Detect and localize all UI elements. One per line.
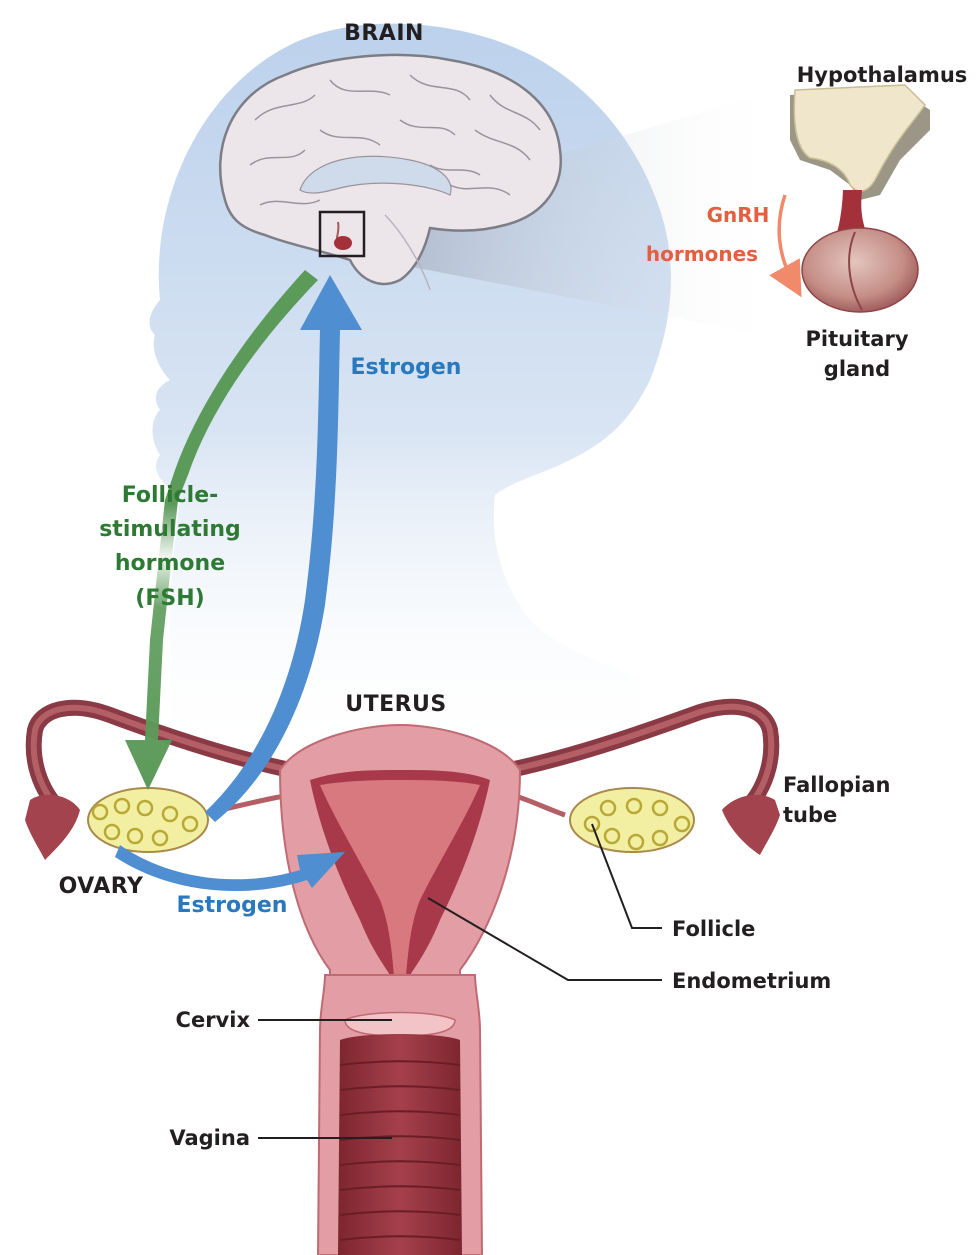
- follicle-left: [115, 799, 129, 813]
- follicle-right: [675, 817, 689, 831]
- vagina-label: Vagina: [169, 1126, 250, 1150]
- follicle-right: [605, 829, 619, 843]
- estrogen-lower-label: Estrogen: [177, 893, 288, 918]
- uterus-label: UTERUS: [345, 692, 447, 717]
- cervix: [345, 1013, 455, 1037]
- follicle-right: [601, 801, 615, 815]
- follicle-left: [128, 829, 142, 843]
- fallopian-label-line1: Fallopian: [783, 773, 890, 797]
- pituitary-label-line1: Pituitary: [805, 327, 908, 351]
- follicle-left: [183, 817, 197, 831]
- fsh-label-line1: Follicle-: [122, 483, 219, 508]
- gnrh-label-line1: GnRH: [707, 203, 770, 227]
- follicle-right: [627, 799, 641, 813]
- follicle-label: Follicle: [672, 917, 755, 941]
- vagina: [338, 1034, 462, 1255]
- estrogen-upper-label: Estrogen: [351, 355, 462, 380]
- follicle-right: [629, 835, 643, 849]
- endometrium-label: Endometrium: [672, 969, 831, 993]
- gnrh-label-line2: hormones: [646, 242, 758, 266]
- follicle-right: [653, 831, 667, 845]
- pituitary-closeup: [790, 85, 930, 312]
- brain-label: BRAIN: [344, 21, 424, 46]
- pituitary-gland: [802, 228, 918, 312]
- follicle-right: [653, 801, 667, 815]
- fsh-label-line3: hormone: [115, 551, 225, 576]
- cervix-label: Cervix: [176, 1008, 251, 1032]
- hypothalamus-label: Hypothalamus: [797, 63, 968, 87]
- follicle-left: [153, 831, 167, 845]
- fsh-label-line2: stimulating: [99, 517, 241, 542]
- follicle-left: [93, 805, 107, 819]
- fsh-label-line4: (FSH): [135, 586, 204, 611]
- follicle-left: [138, 801, 152, 815]
- pituitary-label-line2: gland: [824, 357, 890, 381]
- ovary-label: OVARY: [59, 874, 144, 899]
- uterus: [25, 707, 780, 1255]
- follicle-left: [105, 825, 119, 839]
- follicle-left: [163, 807, 177, 821]
- fallopian-label-line2: tube: [783, 803, 837, 827]
